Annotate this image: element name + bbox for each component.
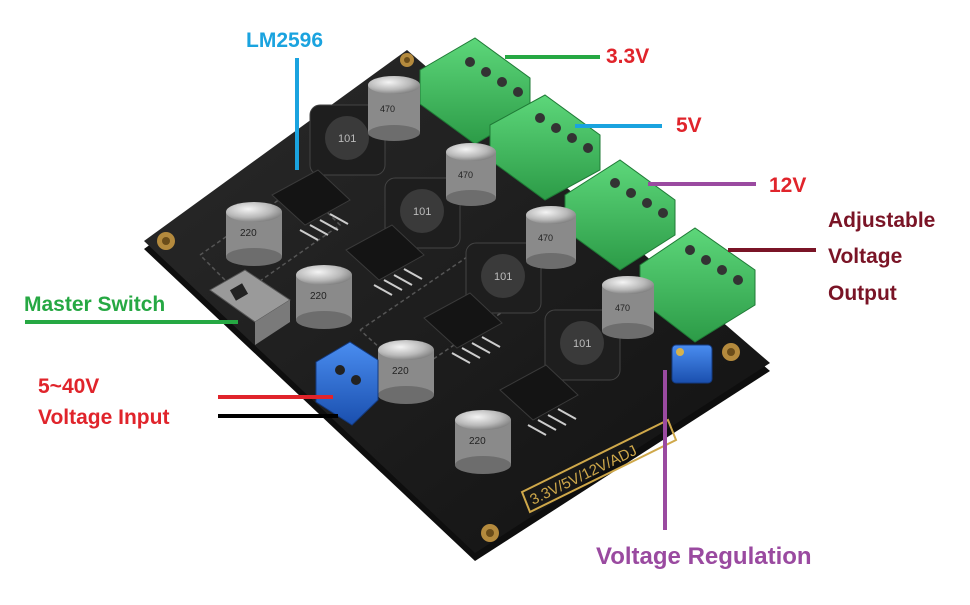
inductor: 101 bbox=[384, 177, 461, 249]
capacitor-220uf: 220 bbox=[226, 202, 282, 266]
capacitor-220uf: 220 bbox=[378, 340, 434, 404]
inductor: 101 bbox=[544, 309, 621, 381]
regulator-chip bbox=[345, 224, 425, 296]
inductor-marking: 101 bbox=[413, 206, 431, 218]
capacitor-value: 220 bbox=[469, 436, 486, 447]
capacitor-220uf: 220 bbox=[455, 410, 511, 474]
capacitor-470uf: 470 bbox=[368, 76, 420, 141]
capacitor-value: 220 bbox=[392, 366, 409, 377]
inductor: 101 bbox=[309, 104, 386, 176]
capacitor-value: 470 bbox=[538, 233, 553, 243]
label-master-switch: Master Switch bbox=[24, 293, 166, 316]
mounting-screw bbox=[722, 343, 740, 361]
mounting-screw bbox=[400, 53, 414, 67]
label-output-12v: 12V bbox=[769, 174, 807, 197]
terminal-block-12v bbox=[564, 159, 676, 271]
label-adjustable-line1: Adjustable bbox=[828, 209, 936, 232]
potentiometer bbox=[671, 344, 713, 384]
terminal-block-5v bbox=[489, 94, 601, 201]
regulator-chip bbox=[271, 169, 351, 241]
inductor-marking: 101 bbox=[494, 271, 512, 283]
inductor-marking: 101 bbox=[573, 338, 591, 350]
label-adjustable-line3: Output bbox=[828, 282, 897, 305]
label-input-range: 5~40V bbox=[38, 375, 100, 398]
master-switch bbox=[209, 269, 291, 345]
capacitor-220uf: 220 bbox=[296, 265, 352, 329]
capacitor-470uf: 470 bbox=[602, 276, 654, 339]
regulator-chip bbox=[499, 364, 579, 436]
capacitor-value: 220 bbox=[240, 228, 257, 239]
label-lm2596: LM2596 bbox=[246, 29, 324, 52]
regulator-chip bbox=[423, 292, 503, 364]
input-terminal-block bbox=[315, 341, 379, 426]
label-output-5v: 5V bbox=[676, 114, 702, 137]
label-output-3v3: 3.3V bbox=[606, 45, 650, 68]
capacitor-470uf: 470 bbox=[446, 143, 496, 206]
mounting-screw bbox=[157, 232, 175, 250]
label-adjustable-line2: Voltage bbox=[828, 245, 903, 268]
mounting-screw bbox=[481, 524, 499, 542]
capacitor-value: 220 bbox=[310, 291, 327, 302]
label-voltage-input: Voltage Input bbox=[38, 406, 170, 429]
capacitor-value: 470 bbox=[380, 104, 395, 114]
capacitor-470uf: 470 bbox=[526, 206, 576, 269]
inductor: 101 bbox=[465, 242, 542, 314]
capacitor-value: 470 bbox=[458, 170, 473, 180]
inductor-marking: 101 bbox=[338, 133, 356, 145]
capacitor-value: 470 bbox=[615, 303, 630, 313]
terminal-block-adjustable bbox=[639, 227, 756, 343]
label-voltage-regulation: Voltage Regulation bbox=[596, 543, 812, 570]
